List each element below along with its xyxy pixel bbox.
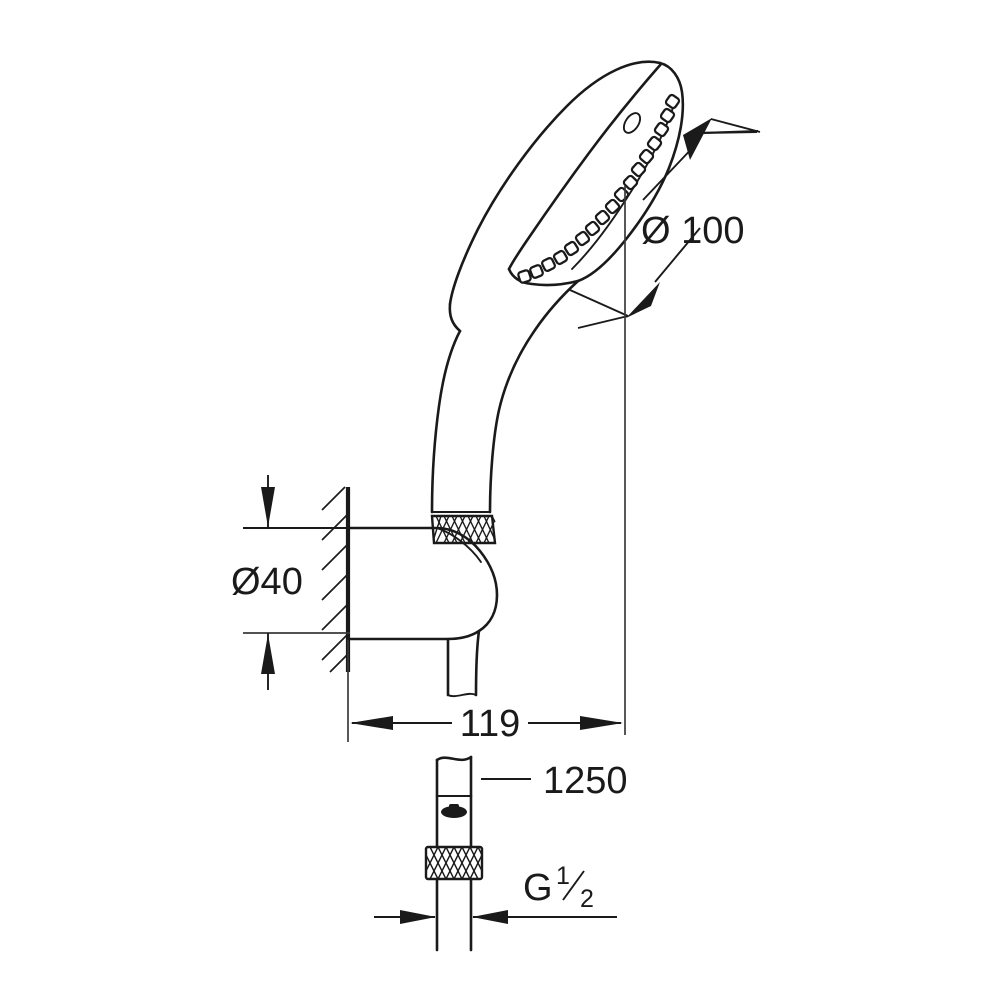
hose-nut-knurl-pattern <box>425 846 483 880</box>
dim-label-hose-length: 1250 <box>543 760 628 802</box>
dimension-hose-length: 1250 <box>481 760 628 802</box>
hose-nut <box>424 845 484 881</box>
face-plate-marker <box>622 112 642 134</box>
hose-marking <box>441 804 467 818</box>
dim-label-thread-numerator: 1 <box>556 862 570 890</box>
dim-label-bracket-diameter: Ø40 <box>231 561 303 603</box>
dim-label-head-diameter: Ø 100 <box>641 210 745 252</box>
nozzle-ring <box>517 93 681 284</box>
wall-hatching <box>321 486 349 673</box>
dim-label-projection: 119 <box>460 703 521 745</box>
dim-label-thread-prefix: G <box>523 867 553 909</box>
dimension-thread-size: G 1 2 <box>374 862 617 924</box>
dimension-projection: 119 <box>347 640 623 745</box>
hose-stub <box>424 755 484 952</box>
shower-head <box>448 60 685 333</box>
dimension-head-diameter: Ø 100 <box>569 118 761 735</box>
wall <box>321 486 351 673</box>
handle <box>430 279 580 545</box>
dim-label-thread-denominator: 2 <box>580 885 594 913</box>
dimension-bracket-diameter: Ø40 <box>231 475 350 690</box>
wall-bracket <box>348 526 499 698</box>
